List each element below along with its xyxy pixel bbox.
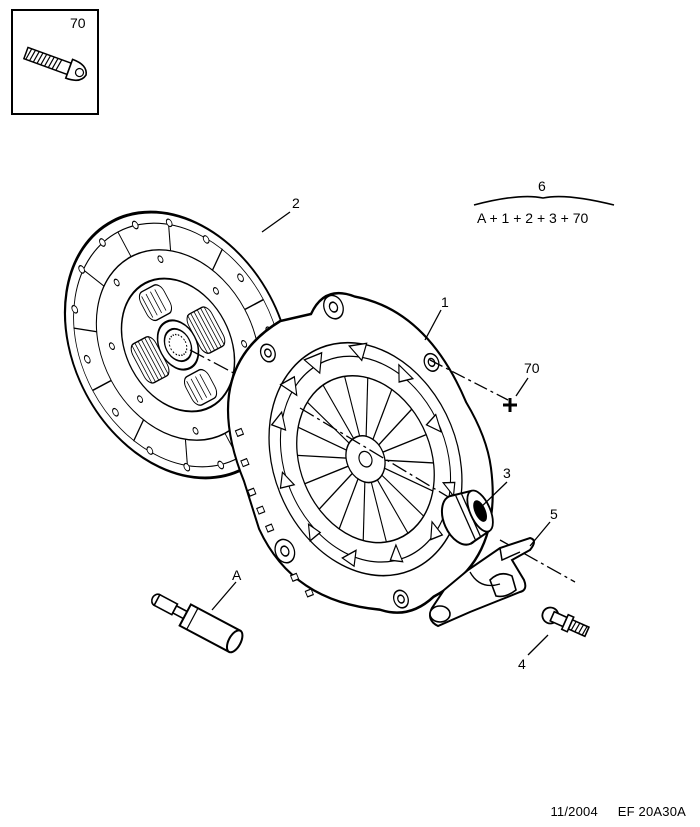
inset-part-number: 70 (70, 15, 86, 31)
callout-alignment-tool: A (232, 567, 242, 583)
callout-clutch-disc: 2 (292, 195, 300, 211)
footer-date: 11/2004 (550, 804, 598, 819)
callout-pivot-stud: 4 (518, 656, 526, 672)
alignment-tool (150, 593, 244, 654)
kit-number: 6 (538, 178, 546, 194)
kit-formula: 6 A + 1 + 2 + 3 + 70 (473, 178, 615, 226)
callout-release-bearing: 3 (503, 465, 511, 481)
release-bearing (440, 489, 494, 546)
callout-release-fork: 5 (550, 506, 558, 522)
callout-pressure-plate: 1 (441, 294, 449, 310)
leader-lines (211, 211, 551, 656)
footer: 11/2004 EF 20A30A (534, 804, 686, 819)
footer-reference: EF 20A30A (617, 804, 686, 819)
release-fork (429, 536, 535, 628)
kit-formula-text: A + 1 + 2 + 3 + 70 (477, 210, 589, 226)
pivot-stud (541, 606, 591, 638)
screw-position-marker (503, 398, 517, 412)
screw-inset: 70 (11, 9, 99, 115)
callout-screw: 70 (524, 360, 540, 376)
screw-icon (22, 46, 87, 82)
